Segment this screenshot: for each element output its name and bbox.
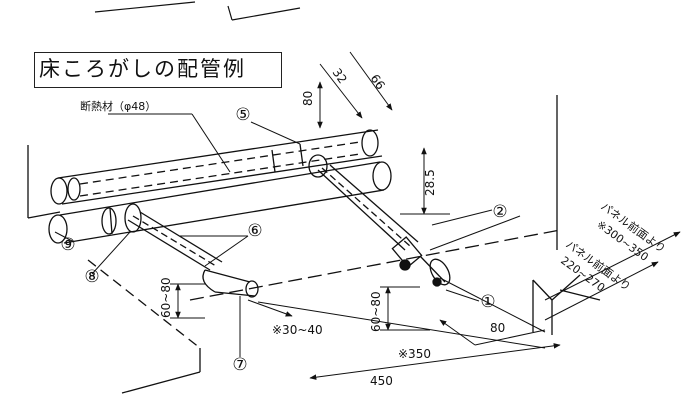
tee-fitting [271, 143, 328, 178]
dim-32: 32 [330, 66, 350, 87]
dim-30-40: ※30~40 [272, 323, 323, 337]
dim-60-80-right: 60~80 [369, 291, 383, 332]
callouts: ① ② ⑤ ⑥ ⑦ ⑧ ⑨ [60, 105, 507, 375]
branch-pipe-left [127, 211, 259, 298]
callout-6: ⑥ [247, 221, 262, 241]
dim-80-top: 80 [301, 91, 315, 106]
diagram-title: 床ころがしの配管例 [34, 52, 282, 88]
dim-66: 66 [368, 72, 388, 93]
callout-leaders [54, 113, 493, 357]
dimension-lines [170, 51, 681, 380]
callout-2: ② [492, 202, 507, 222]
floor-outline [27, 95, 601, 394]
dim-450: 450 [370, 374, 393, 388]
branch-pipe-right [317, 164, 451, 287]
dim-60-80-left: 60~80 [159, 277, 173, 318]
dim-350: ※350 [398, 347, 431, 361]
callout-7: ⑦ [232, 355, 247, 375]
callout-9: ⑨ [60, 235, 75, 255]
dim-28-5: 28.5 [423, 169, 437, 196]
callout-8: ⑧ [84, 267, 99, 287]
callout-5: ⑤ [235, 105, 250, 125]
top-fragment [94, 1, 301, 21]
callout-1: ① [480, 292, 495, 312]
dimension-labels: 32 66 80 28.5 60~80 60~80 ※30~40 80 ※350… [159, 66, 505, 388]
insulation-label: 断熱材（φ48） [80, 99, 156, 113]
dim-80-bottom: 80 [490, 321, 505, 335]
